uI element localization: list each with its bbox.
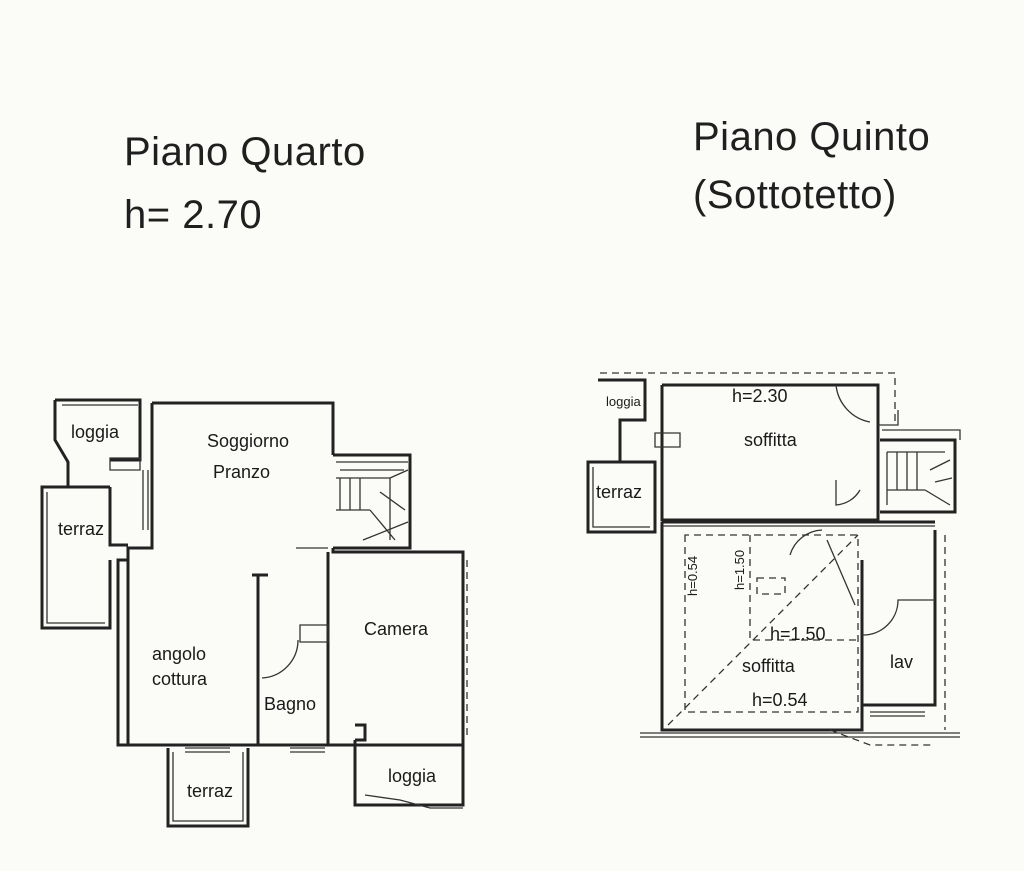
floor5-stairs <box>880 429 961 514</box>
floor5-label-h-top: h=2.30 <box>732 386 788 406</box>
floor5-slope-line <box>826 539 856 606</box>
floor4-terraz-bottom-wall <box>166 748 250 828</box>
floor5-soffitta-door <box>789 529 823 556</box>
floor4-window-left <box>142 470 149 530</box>
floor5-loggia-wall <box>598 378 647 464</box>
floor5-label-terraz: terraz <box>596 482 642 502</box>
floor5-label-soffitta-top: soffitta <box>744 430 798 450</box>
floor4-terraz-left-detail <box>46 492 105 624</box>
floor4-plan: loggia terraz Soggiorno Pranzo angolo co… <box>40 398 468 828</box>
floor5-terraz-wall <box>586 460 657 534</box>
floor4-loggia-bottom-wall <box>353 723 465 807</box>
floor5-dashed-box <box>756 577 786 595</box>
floor4-label-angolo: angolo <box>152 644 206 664</box>
floor5-soffitta-top-wall <box>660 383 880 522</box>
floor4-label-loggia-top: loggia <box>71 422 120 442</box>
floor4-inner-wall <box>126 403 154 745</box>
floor4-label-bagno: Bagno <box>264 694 316 714</box>
floor5-bottom-line <box>640 732 960 738</box>
floor4-label-terraz-bottom: terraz <box>187 781 233 801</box>
floor4-outer-wall <box>116 401 465 747</box>
floor5-bottom-window <box>870 711 925 717</box>
floor5-label-h-vert-mid: h=1.50 <box>732 550 747 590</box>
floor5-soffitta-top-door2 <box>835 480 861 506</box>
floor5-title: Piano Quinto <box>693 115 931 159</box>
floor4-bagno-door <box>261 639 299 679</box>
floor4-loggia-top-wall <box>53 398 142 487</box>
floor5-roof-edge <box>600 372 896 425</box>
floor5-dashed-diagonal <box>667 534 935 746</box>
floor4-bagno-fixture <box>299 624 329 643</box>
floor5-label-h-mid: h=1.50 <box>770 624 826 644</box>
floor4-loggia-bottom-detail <box>364 794 463 809</box>
floor4-stairs <box>333 453 412 550</box>
floor4-label-loggia-bottom: loggia <box>388 766 437 786</box>
floor5-terraz-detail <box>592 467 650 528</box>
floor4-height: h= 2.70 <box>124 193 263 237</box>
floor5-plan: loggia terraz h=2.30 soffitta h=0.54 h=1… <box>586 372 961 746</box>
floor5-label-soffitta-bottom: soffitta <box>742 656 796 676</box>
floor4-label-soggiorno: Soggiorno <box>207 431 289 451</box>
floor4-terraz-bottom-detail <box>172 752 244 822</box>
floor5-label-h-bottom: h=0.54 <box>752 690 808 710</box>
floor5-fixture <box>654 432 681 448</box>
floor4-title: Piano Quarto <box>124 130 366 174</box>
floor5-label-loggia: loggia <box>606 394 641 409</box>
floor4-loggia-top-detail <box>62 404 141 471</box>
floor4-terraz-left-wall <box>40 485 128 630</box>
floor5-dashed-low <box>684 534 859 713</box>
floor4-label-camera: Camera <box>364 619 429 639</box>
floor5-label-h-vert-left: h=0.54 <box>685 556 700 596</box>
floor5-soffitta-bottom-wall <box>660 520 937 732</box>
floor5-subtitle: (Sottotetto) <box>693 173 897 217</box>
floor5-label-lav: lav <box>890 652 913 672</box>
floor4-label-terraz-left: terraz <box>58 519 104 539</box>
floor4-label-pranzo: Pranzo <box>213 462 270 482</box>
floor4-label-cottura: cottura <box>152 669 208 689</box>
floor4-bottom-windows <box>185 747 325 753</box>
floor5-lav-door <box>861 599 935 636</box>
floor5-soffitta-top-door <box>835 384 899 426</box>
floor4-bagno-wall-left <box>252 573 268 745</box>
